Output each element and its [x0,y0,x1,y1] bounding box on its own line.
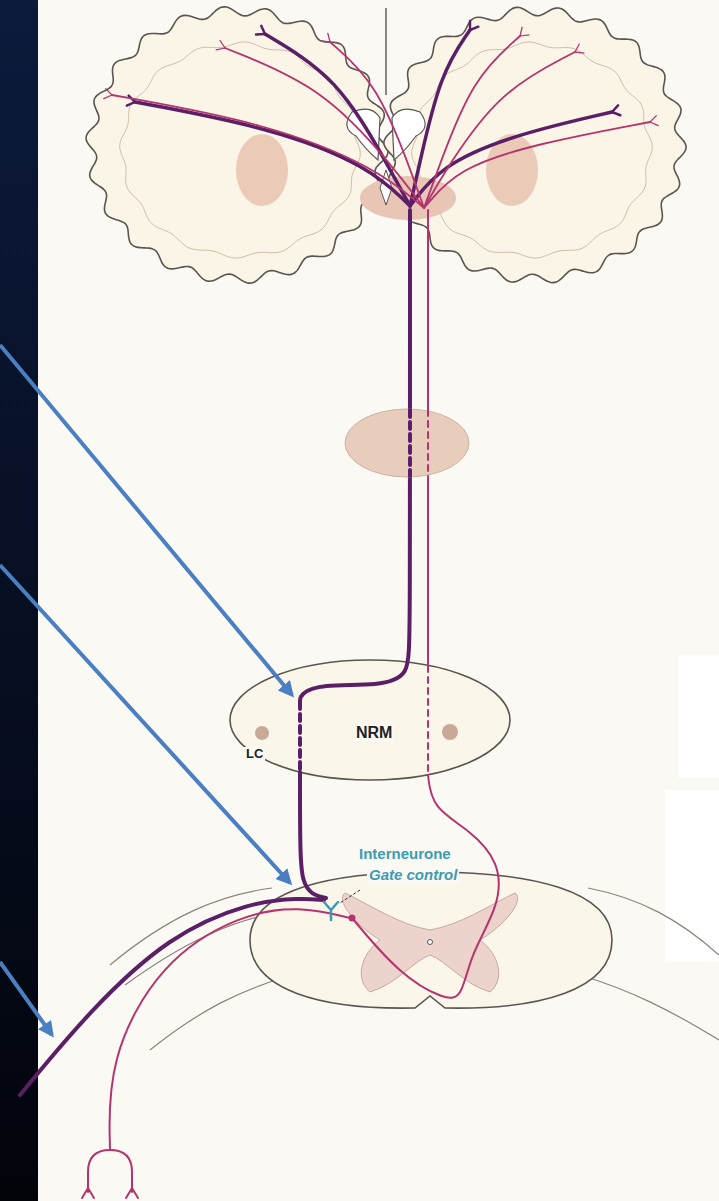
fibre-ending [328,33,330,42]
fibre-ending [612,112,620,115]
basal-ganglia [236,134,288,206]
right-hemisphere [384,7,686,282]
leader-line [340,890,360,903]
pointer-arrow [0,345,292,695]
ascending-tract-hidden [427,410,429,476]
fibre-ending [575,52,584,53]
ascending-tract [352,775,499,998]
fibre-ending [261,26,265,34]
locus-coeruleus-nucleus [255,726,269,740]
cover-patch [678,655,719,778]
fibre-ending [520,35,529,36]
descending-tract-hidden [298,702,302,772]
pointer-arrow [0,962,52,1035]
nociceptor-ending [82,1150,138,1198]
cord-outline [250,872,612,1008]
ventral-root [150,975,292,1050]
thalamocortical-fibre [424,122,650,208]
fibre-ending [104,95,112,99]
spinal-cord-section [110,872,719,1050]
nucleus-label: NRM [354,724,394,742]
peripheral-fibre [109,909,350,1150]
ascending-tract [427,210,429,666]
interneurone-label: Interneurone [357,845,453,862]
thalamocortical-fibre [410,112,612,206]
peripheral-fibre [20,899,324,1095]
grey-matter [342,893,517,992]
descending-tract-hidden [408,410,412,476]
fibre-ending [470,27,478,30]
thalamocortical-fibre [135,102,410,206]
gate-control-label: Gate control [367,866,459,883]
longitudinal-fissure [385,8,386,95]
left-hemisphere [86,7,388,283]
fibre-ending [220,41,225,48]
fibre-ending [612,105,618,112]
central-canal [428,940,433,945]
fibre-ending [520,27,522,36]
cover-patch [665,790,719,962]
thalamocortical-fibre [330,42,424,208]
fibre-ending [650,122,658,126]
brain-coronal-section [86,7,686,283]
fibre-ending [650,116,656,122]
nucleus-label: LC [244,747,265,762]
fibre-ending [575,44,579,52]
thalamocortical-fibre [112,95,424,208]
raphe-magnus-nucleus [442,724,458,740]
pointer-arrow [0,565,290,883]
midbrain-section [345,409,469,477]
interneurone-symbol [324,902,338,920]
descending-tract [300,772,326,898]
ascending-tract-hidden [427,666,429,775]
pons-section [230,660,510,780]
fibre-ending [106,89,112,95]
fibre-ending [216,48,225,50]
fibre-ending [321,41,330,42]
right-white-matter [412,42,653,258]
fibre-ending [127,102,135,106]
